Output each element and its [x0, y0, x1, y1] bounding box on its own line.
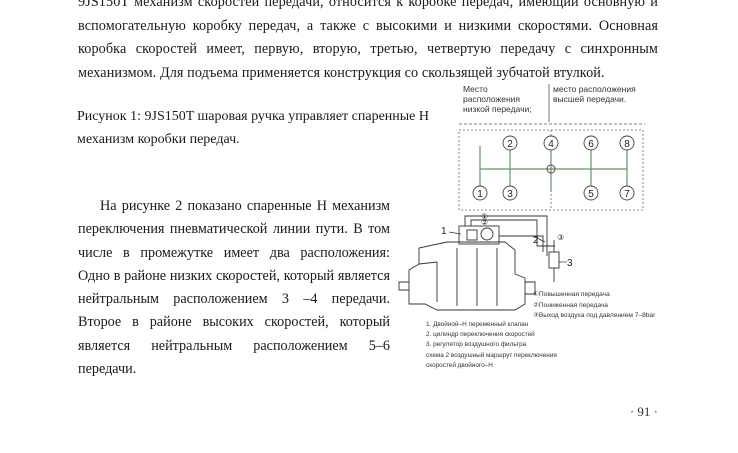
low-gear-label: Место расположения низкой передачи; [463, 84, 532, 114]
gear-5-label: 5 [588, 189, 594, 200]
legend-cylinder: 2. цилиндр переключения скоростей [426, 331, 535, 339]
gear-7-label: 7 [624, 189, 630, 200]
callout-circle-3: ③ [557, 233, 564, 242]
callout-2: 2 [533, 235, 539, 246]
gear-1-label: 1 [477, 189, 483, 200]
figure2-legend-right: ①Повышенная передача ②Пониженная передач… [533, 290, 693, 322]
shift-pattern-diagram: 2 4 6 8 1 3 5 7 [458, 84, 645, 211]
legend-downshift: ②Пониженная передача [533, 301, 608, 309]
figure2-legend-bottom: 1. Двойной–Н переменный клапан 2. цилинд… [426, 320, 626, 371]
callout-3: 3 [567, 258, 573, 269]
figure1-caption: Рисунок 1: 9JS150T шаровая ручка управля… [77, 109, 429, 147]
pneumatic-route-diagram: 1 2 3 ① ② ③ [398, 212, 573, 311]
figure2-description-text: На рисунке 2 показано спаренные Н механи… [78, 198, 390, 378]
gear-3-label: 3 [507, 189, 513, 200]
gear-2-label: 2 [507, 139, 513, 150]
callout-circle-2: ② [481, 218, 488, 227]
gear-4-label: 4 [548, 139, 554, 150]
figure2-caption: схема 2 воздушный маршрут переключения с… [426, 351, 557, 369]
legend-air-outlet: ③Выход воздуха под давлением 7–8bar [533, 312, 656, 319]
legend-regulator: 3. регулятор воздушного фильтра [426, 341, 527, 349]
callout-circle-1: ① [481, 212, 488, 221]
gear-8-label: 8 [624, 139, 630, 150]
page-number: · 91 · [629, 404, 658, 419]
intro-paragraph: 9JS150T механизм скоростей передачи, отн… [78, 0, 658, 81]
callout-1: 1 [441, 226, 447, 237]
legend-upshift: ①Повышенная передача [533, 291, 610, 298]
high-gear-label: место расположения высшей передачи. [553, 84, 636, 104]
figure2-description: На рисунке 2 показано спаренные Н механи… [78, 195, 390, 381]
legend-valve: 1. Двойной–Н переменный клапан [426, 321, 529, 328]
gear-6-label: 6 [588, 139, 594, 150]
